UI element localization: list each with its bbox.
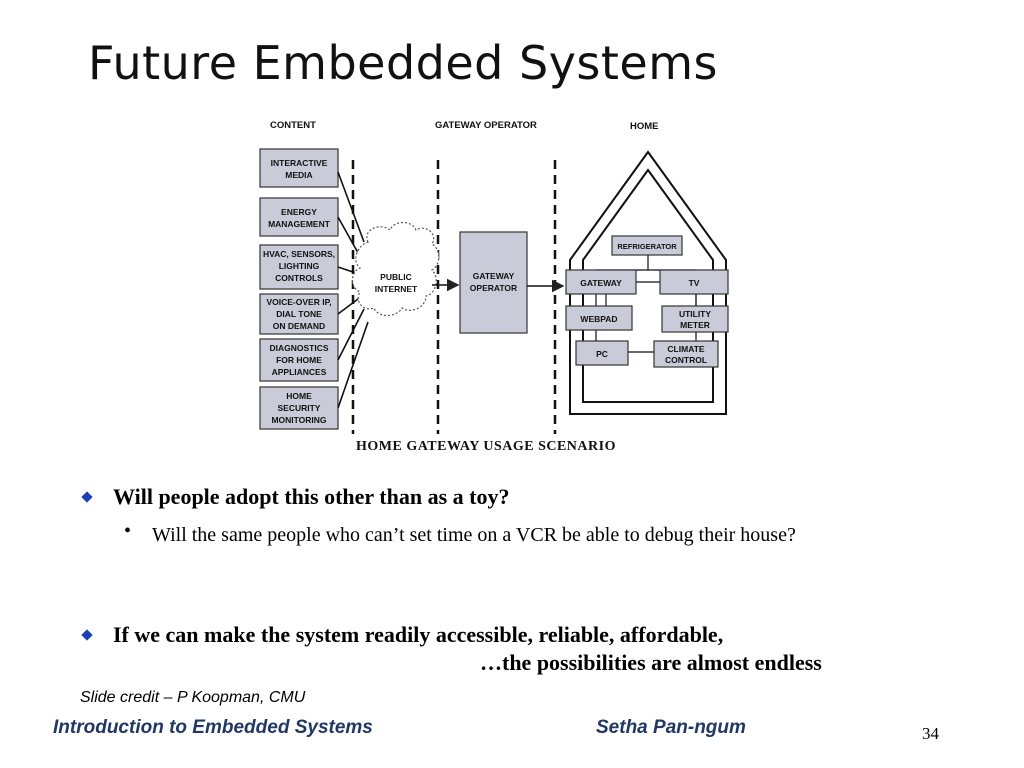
svg-text:ENERGY: ENERGY [281,207,317,217]
svg-text:CLIMATE: CLIMATE [667,344,704,354]
content-box-interactive-media: INTERACTIVE MEDIA [259,148,339,188]
bullet-adoption-text: Will people adopt this other than as a t… [113,484,510,509]
header-gateway-operator: GATEWAY OPERATOR [435,120,537,131]
content-box-diagnostics: DIAGNOSTICS FOR HOME APPLIANCES [259,338,339,382]
header-home: HOME [630,121,659,132]
svg-text:MONITORING: MONITORING [271,415,326,425]
content-box-energy-management: ENERGY MANAGEMENT [259,197,339,237]
svg-text:MEDIA: MEDIA [285,170,312,180]
public-internet-cloud: PUBLIC INTERNET [351,221,440,317]
svg-text:HOME: HOME [286,391,312,401]
svg-text:FOR HOME: FOR HOME [276,355,322,365]
footer-course-title: Introduction to Embedded Systems [53,717,373,738]
svg-text:PUBLIC: PUBLIC [380,272,412,282]
svg-text:METER: METER [680,320,710,330]
svg-text:HVAC, SENSORS,: HVAC, SENSORS, [263,249,335,259]
svg-text:CONTROLS: CONTROLS [275,273,323,283]
svg-text:DIAL TONE: DIAL TONE [276,309,322,319]
bullet-possibilities-line2: …the possibilities are almost endless [480,650,822,675]
svg-text:LIGHTING: LIGHTING [279,261,320,271]
svg-text:MANAGEMENT: MANAGEMENT [268,219,331,229]
svg-text:ON DEMAND: ON DEMAND [273,321,325,331]
gateway-operator-box: GATEWAY OPERATOR [459,231,528,334]
svg-text:CONTROL: CONTROL [665,355,707,365]
climate-control-box: CLIMATE CONTROL [653,340,719,368]
bullet-possibilities-line1: If we can make the system readily access… [113,622,724,647]
footer-author: Setha Pan-ngum [596,717,746,738]
svg-text:VOICE-OVER IP,: VOICE-OVER IP, [266,297,331,307]
refrigerator-box: REFRIGERATOR [611,235,683,256]
svg-text:OPERATOR: OPERATOR [470,283,517,293]
diamond-bullet-icon [81,491,93,503]
svg-text:PC: PC [596,349,608,359]
slide-title: Future Embedded Systems [88,36,719,90]
diamond-bullet-icon [81,629,93,641]
diagram-caption: HOME GATEWAY USAGE SCENARIO [356,439,616,454]
svg-text:INTERNET: INTERNET [375,284,418,294]
svg-text:WEBPAD: WEBPAD [580,314,617,324]
svg-text:GATEWAY: GATEWAY [473,271,515,281]
content-box-voip: VOICE-OVER IP, DIAL TONE ON DEMAND [259,293,339,335]
svg-text:TV: TV [689,278,700,288]
sub-bullet-vcr-text: Will the same people who can’t set time … [152,524,796,546]
webpad-box: WEBPAD [565,305,633,331]
svg-text:REFRIGERATOR: REFRIGERATOR [617,242,677,251]
svg-text:SECURITY: SECURITY [278,403,321,413]
svg-text:INTERACTIVE: INTERACTIVE [271,158,328,168]
slide-credit: Slide credit – P Koopman, CMU [80,689,306,706]
utility-meter-box: UTILITY METER [661,305,729,333]
tv-box: TV [659,269,729,295]
page-number: 34 [922,724,939,743]
svg-text:DIAGNOSTICS: DIAGNOSTICS [269,343,328,353]
home-gateway-diagram: CONTENT GATEWAY OPERATOR HOME INTERACTIV… [259,120,729,454]
pc-box: PC [575,340,629,366]
dot-bullet-icon: • [124,520,132,542]
svg-text:APPLIANCES: APPLIANCES [272,367,327,377]
svg-text:UTILITY: UTILITY [679,309,711,319]
svg-text:GATEWAY: GATEWAY [580,278,622,288]
header-content: CONTENT [270,120,316,131]
content-box-home-security: HOME SECURITY MONITORING [259,386,339,430]
content-box-hvac: HVAC, SENSORS, LIGHTING CONTROLS [259,244,339,290]
gateway-box: GATEWAY [565,269,637,295]
